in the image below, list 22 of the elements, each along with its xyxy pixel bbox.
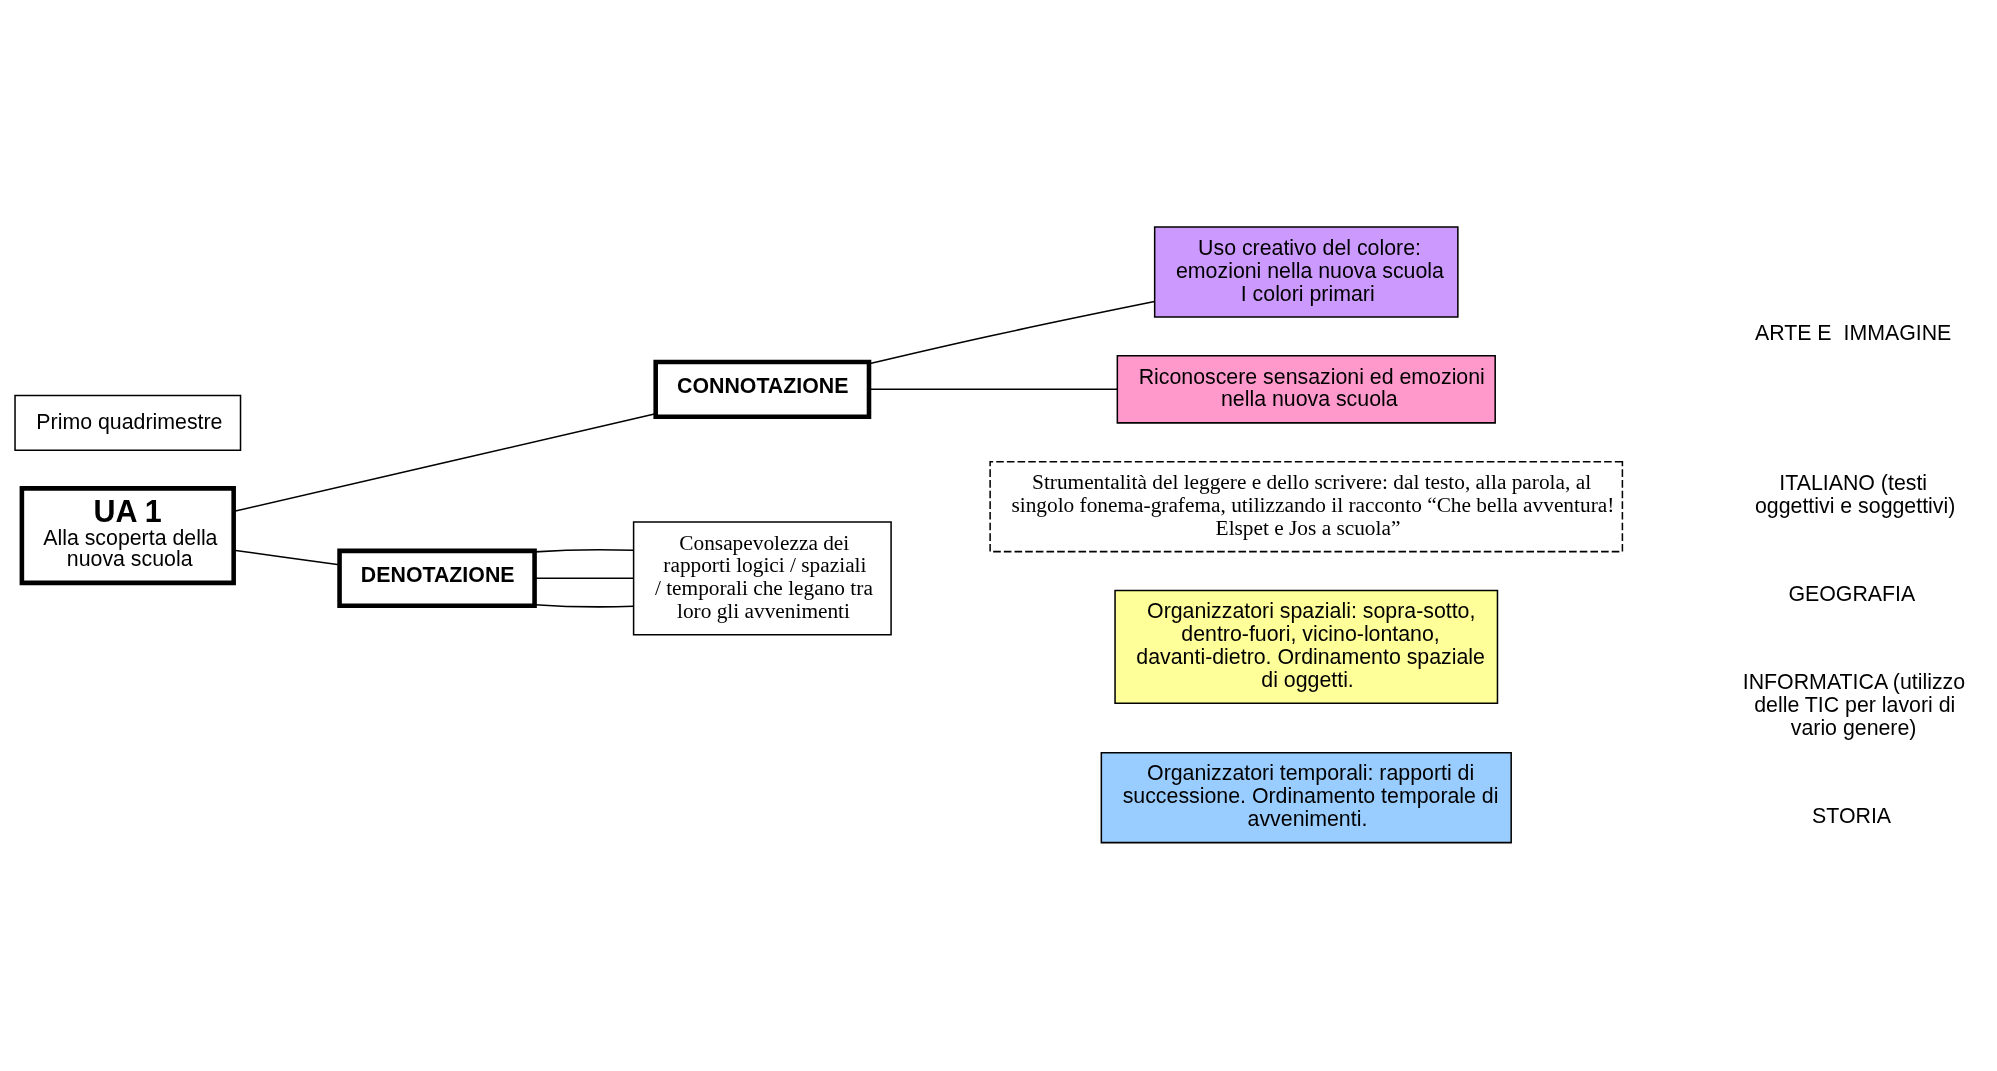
label: GEOGRAFIA <box>1788 581 1916 606</box>
label: INFORMATICA (utilizzo delle TIC per lavori di vario genere) <box>1742 669 1966 740</box>
node-box: DENOTAZIONE <box>337 548 537 608</box>
connector <box>868 300 1156 365</box>
connector <box>868 388 1119 390</box>
connector <box>534 603 635 608</box>
node-box: Primo quadrimestre <box>14 394 242 451</box>
node-box: CONNOTAZIONE <box>653 359 872 419</box>
connector <box>534 577 635 579</box>
node-box: UA 1 Alla scoperta della nuova scuola <box>19 485 236 585</box>
node-box: Uso creativo del colore: emozioni nella nuova scuola I colori primari <box>1153 225 1459 318</box>
node-box: Consapevolezza dei rapporti logici / spaziali / temporali che legano tra loro gli avvenimenti <box>632 520 892 635</box>
label: ARTE E IMMAGINE <box>1754 320 1952 345</box>
label: STORIA <box>1812 803 1892 828</box>
node-box: Organizzatori temporali: rapporti di successione. Ordinamento temporale di avvenimenti. <box>1100 751 1512 843</box>
connector <box>233 412 657 512</box>
node-box: Riconoscere sensazioni ed emozioni nella nuova scuola <box>1116 354 1496 424</box>
connector <box>534 548 635 553</box>
label: ITALIANO (testi oggettivi e soggettivi) <box>1754 470 1956 518</box>
node-box: Strumentalità del leggere e dello scrivere: dal testo, alla parola, al singolo fonema-grafema, utilizzando il racconto “Che bella avventura! Elspet e Jos a scuola” <box>989 460 1624 552</box>
connector <box>233 548 340 566</box>
node-box: Organizzatori spaziali: sopra-sotto, dentro-fuori, vicino-lontano, davanti-dietro. Ordinamento spaziale di oggetti. <box>1114 589 1499 704</box>
